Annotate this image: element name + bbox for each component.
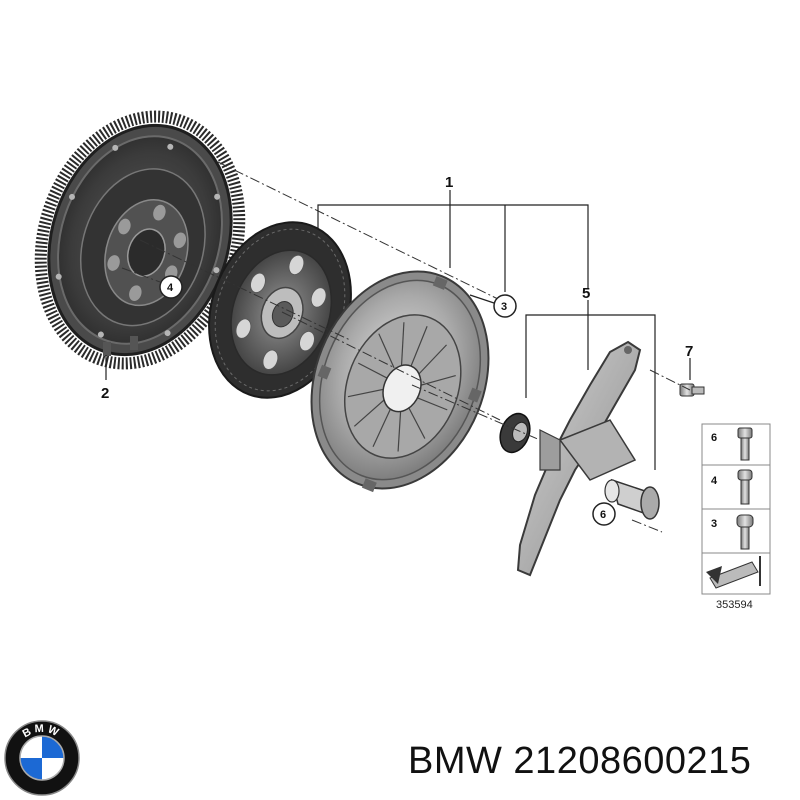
legend-num-0: 6 bbox=[711, 432, 717, 444]
part-number-label: BMW 21208600215 bbox=[408, 740, 752, 782]
callout-3: 3 bbox=[501, 301, 507, 313]
legend-num-2: 3 bbox=[711, 518, 717, 530]
callout-2: 2 bbox=[101, 385, 109, 402]
bmw-logo: BMW bbox=[4, 720, 80, 796]
legend-reference-number: 353594 bbox=[716, 599, 753, 611]
clutch-pressure-plate bbox=[310, 270, 490, 493]
hex-socket-screw-icon bbox=[736, 514, 754, 550]
hex-socket-bolt-icon bbox=[737, 469, 753, 505]
callout-5: 5 bbox=[582, 285, 590, 302]
callout-6: 6 bbox=[600, 509, 606, 521]
parts-legend-table: 6 4 3 353594 bbox=[701, 423, 771, 611]
guide-sleeve bbox=[604, 478, 660, 520]
direction-arrow-icon bbox=[706, 556, 761, 589]
callout-4: 4 bbox=[167, 282, 174, 294]
ball-stud-bolt bbox=[679, 383, 705, 397]
callout-1: 1 bbox=[445, 174, 453, 191]
svg-text:BMW: BMW bbox=[21, 723, 64, 741]
callout-6-circle: 6 bbox=[592, 502, 616, 526]
callout-leader-lines bbox=[105, 190, 691, 470]
bmw-logo-text: BMW bbox=[21, 723, 61, 741]
clutch-disc bbox=[208, 221, 352, 399]
callout-3-circle: 3 bbox=[493, 294, 517, 318]
torx-bolt-icon bbox=[737, 427, 753, 461]
callout-4-circle: 4 bbox=[159, 275, 183, 299]
release-bearing bbox=[499, 412, 531, 454]
clutch-release-fork bbox=[516, 340, 642, 577]
callout-7: 7 bbox=[685, 343, 693, 360]
legend-num-1: 4 bbox=[711, 475, 718, 487]
assembly-axis-lines bbox=[121, 161, 691, 533]
